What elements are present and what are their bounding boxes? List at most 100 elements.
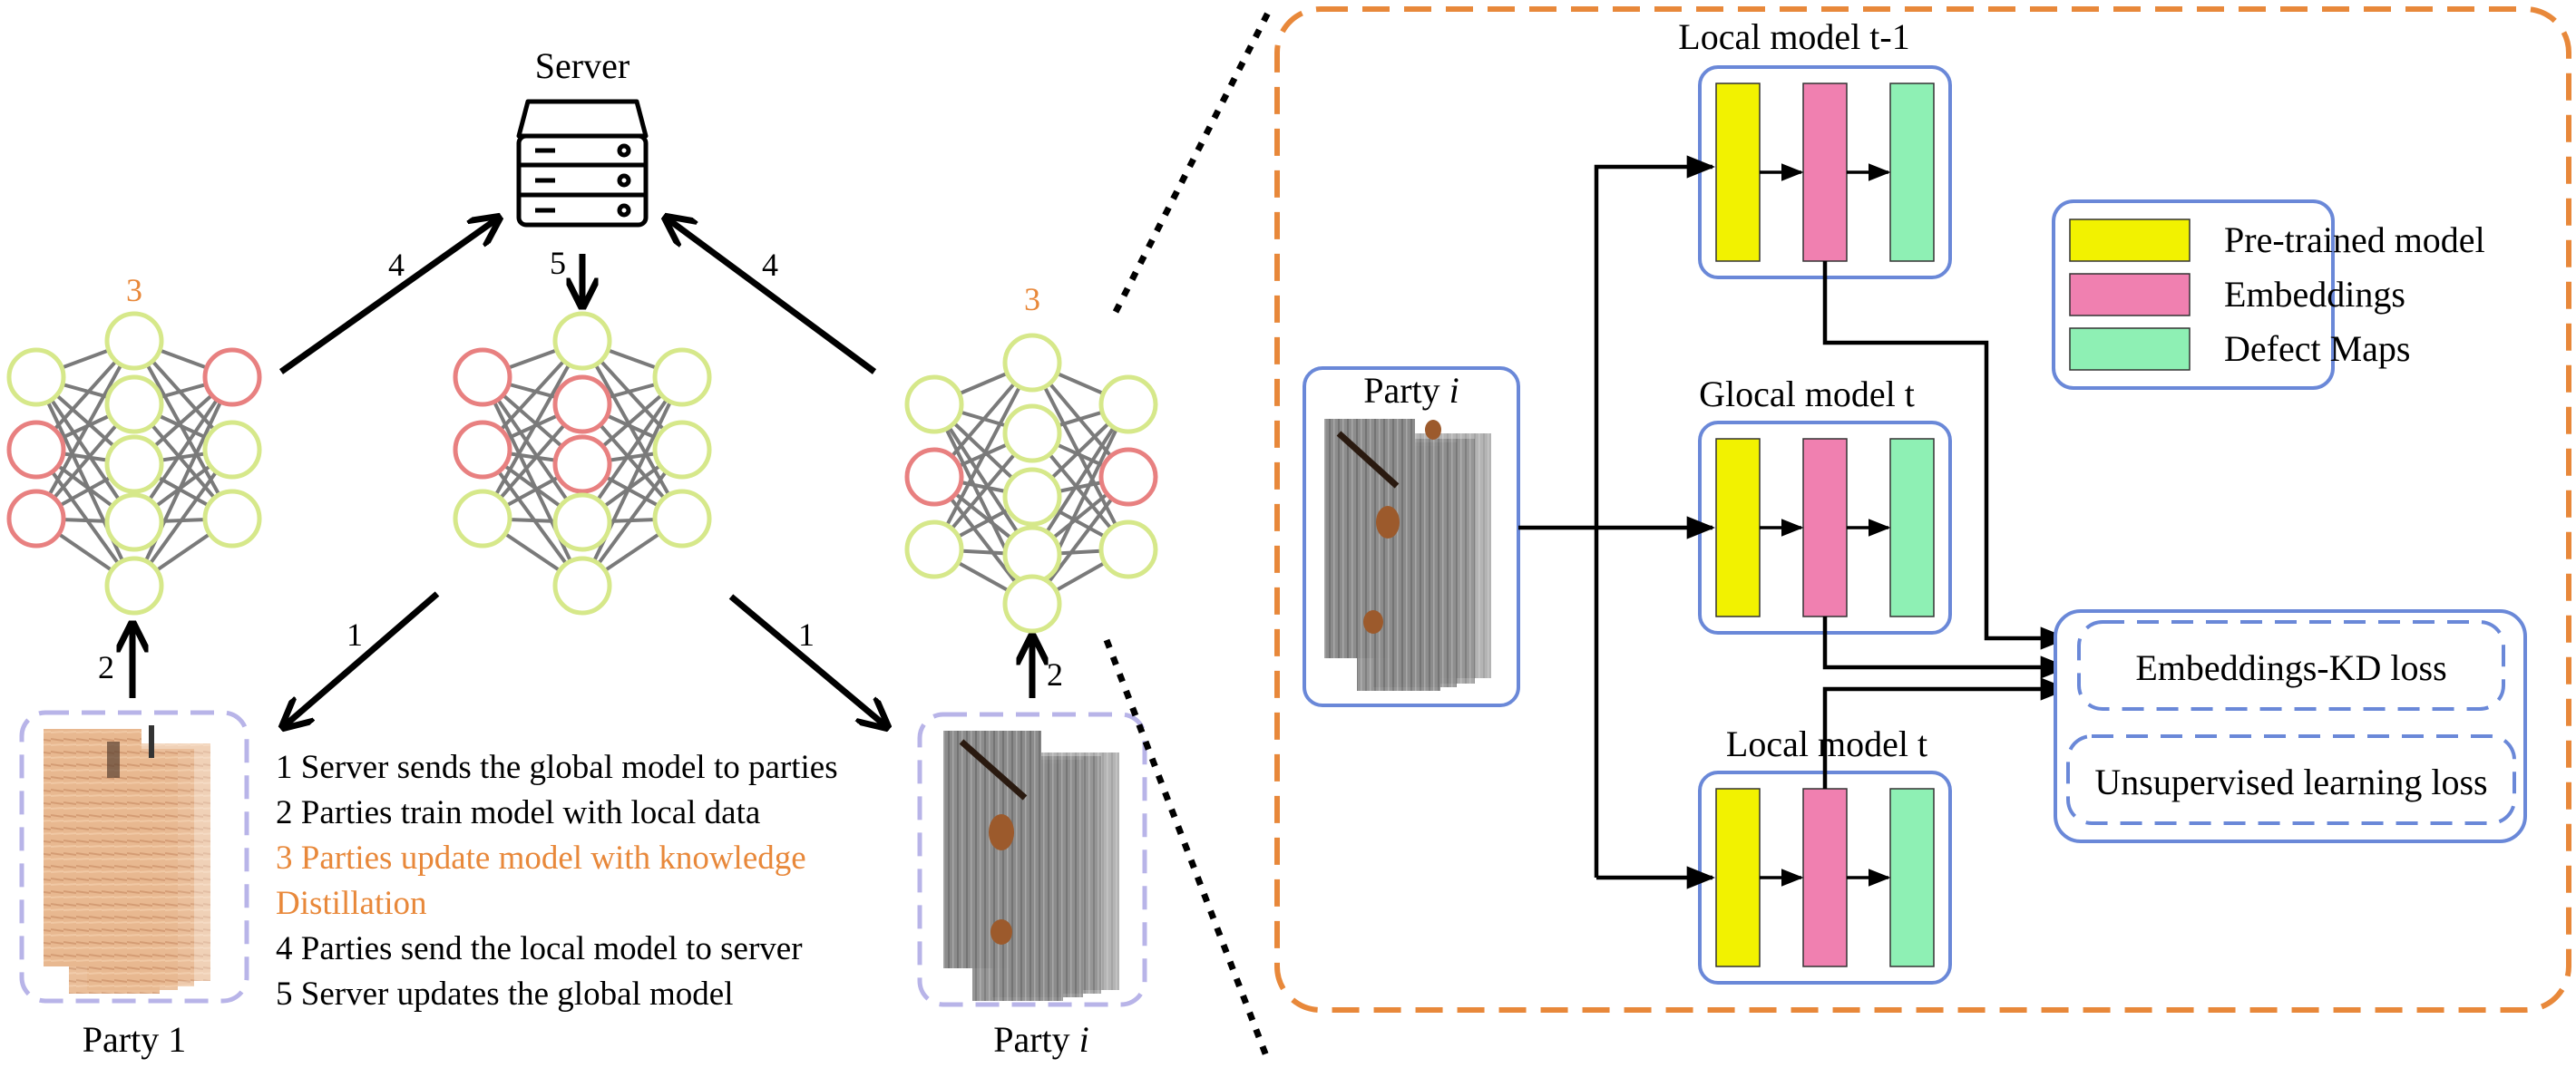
glocal-model-title: Glocal model t — [1699, 374, 1915, 414]
nn-node — [552, 374, 612, 434]
embeddings-block — [1802, 83, 1848, 262]
nn-node — [104, 492, 164, 552]
nn-edge — [581, 340, 684, 519]
embeddings-block — [1802, 788, 1848, 967]
nn-node — [453, 347, 512, 407]
step-4-right: 4 — [762, 247, 778, 283]
detail-panel — [1274, 6, 2571, 1013]
embedding-loss-routing — [1822, 261, 2070, 789]
nn-node — [652, 347, 712, 407]
unsupervised-loss-label: Unsupervised learning loss — [2094, 762, 2487, 802]
party-i-label: Party i — [993, 1019, 1089, 1060]
legend-swatch-defect-maps — [2069, 327, 2191, 371]
legend-step-4: 4 Parties send the local model to server — [276, 930, 803, 967]
detail-party-image-stack — [1324, 419, 1491, 691]
legend-step-3-cont: Distillation — [276, 885, 427, 922]
nn-edge — [481, 376, 584, 587]
nn-node — [453, 489, 512, 549]
nn-node — [652, 420, 712, 480]
nn-edge — [581, 376, 684, 587]
nn-node — [104, 434, 164, 494]
local-model-curr: Local model t — [1698, 723, 1952, 985]
nn-node — [1002, 467, 1062, 527]
nn-node — [1002, 574, 1062, 634]
loss-box: Embeddings-KD loss Unsupervised learning… — [2054, 609, 2527, 843]
legend-label-defect-maps: Defect Maps — [2224, 328, 2410, 369]
step-legend: 1 Server sends the global model to parti… — [276, 749, 838, 1013]
embeddings-block — [1802, 438, 1848, 617]
pretrained-block — [1715, 83, 1761, 262]
nn-node — [1098, 519, 1158, 579]
server-icon — [516, 99, 649, 228]
step-1-right: 1 — [798, 617, 815, 653]
legend-step-2: 2 Parties train model with local data — [276, 794, 760, 831]
nn-node — [652, 489, 712, 549]
nn-node — [1098, 374, 1158, 434]
nn-node — [6, 489, 66, 549]
nn-node — [904, 374, 964, 434]
nn-node — [202, 420, 262, 480]
nn-node — [904, 447, 964, 507]
legend-swatch-embeddings — [2069, 273, 2191, 316]
nn-node — [453, 420, 512, 480]
legend-step-3: 3 Parties update model with knowledge — [276, 840, 806, 877]
server-label: Server — [535, 45, 629, 86]
arrow-send-party-i — [728, 594, 887, 727]
nn-edge — [34, 376, 136, 587]
step-3-left: 3 — [126, 272, 142, 308]
glocal-model: Glocal model t — [1698, 374, 1952, 635]
step-4-left: 4 — [388, 247, 405, 283]
party-1-label: Party 1 — [83, 1019, 186, 1060]
local-model-prev: Local model t-1 — [1678, 16, 1952, 279]
step-3-right: 3 — [1024, 281, 1040, 317]
legend-swatch-pretrained — [2069, 218, 2191, 262]
party-i-network — [904, 333, 1158, 634]
legend-label-pretrained: Pre-trained model — [2224, 219, 2485, 260]
party-i-image-stack — [943, 731, 1119, 1001]
global-network — [453, 311, 712, 616]
nn-node — [1002, 333, 1062, 393]
pretrained-block — [1715, 438, 1761, 617]
loss-box-outer — [2054, 609, 2527, 843]
defect-map-block — [1889, 438, 1935, 617]
nn-node — [552, 492, 612, 552]
arrow-upload-party-1 — [278, 218, 499, 374]
nn-node — [202, 489, 262, 549]
unsupervised-loss-box — [2066, 734, 2516, 825]
nn-edge — [132, 340, 234, 519]
step-5: 5 — [550, 245, 566, 281]
legend-step-5: 5 Server updates the global model — [276, 976, 734, 1013]
nn-node — [104, 311, 164, 371]
arrow-upload-party-i — [666, 218, 877, 374]
nn-node — [552, 311, 612, 371]
nn-node — [1098, 447, 1158, 507]
nn-node — [1002, 525, 1062, 585]
kd-loss-box — [2077, 620, 2505, 711]
nn-node — [1002, 403, 1062, 463]
party-1-image-stack — [44, 725, 210, 994]
nn-node — [104, 556, 164, 616]
zoom-connector-top — [1112, 7, 1273, 314]
block-legend: Pre-trained model Embeddings Defect Maps — [2052, 199, 2485, 390]
nn-edge — [132, 376, 234, 587]
arrow-send-party-1 — [283, 591, 440, 727]
zoom-connector-bottom — [1103, 638, 1272, 1063]
step-1-left: 1 — [346, 617, 363, 653]
nn-edge — [1030, 403, 1130, 557]
nn-node — [6, 347, 66, 407]
nn-node — [6, 420, 66, 480]
step-2-right: 2 — [1047, 656, 1063, 693]
nn-edge — [932, 362, 1034, 550]
nn-edge — [932, 403, 1034, 557]
detail-party-label: Party i — [1363, 370, 1459, 411]
nn-node — [202, 347, 262, 407]
party-1-network — [6, 311, 262, 616]
nn-node — [552, 434, 612, 494]
party-1-data-box — [19, 710, 249, 1004]
legend-label-embeddings: Embeddings — [2224, 274, 2405, 315]
input-routing — [1518, 155, 1716, 889]
pretrained-block — [1715, 788, 1761, 967]
nn-edge — [481, 340, 584, 519]
defect-map-block — [1889, 83, 1935, 262]
